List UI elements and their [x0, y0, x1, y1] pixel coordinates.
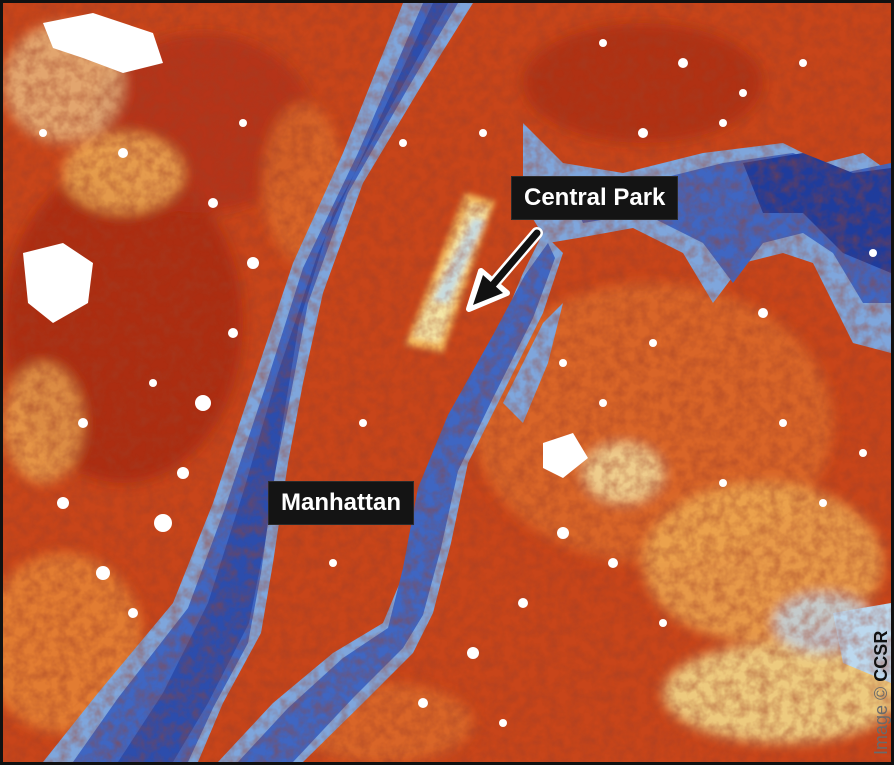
- central-park-label: Central Park: [512, 177, 678, 219]
- credit-brand: CCSR: [871, 630, 891, 682]
- central-park-label-text: Central Park: [524, 184, 666, 211]
- manhattan-label: Manhattan: [269, 482, 413, 524]
- hotspots: [23, 13, 877, 727]
- heat-texture: [3, 3, 891, 762]
- credit-prefix: Image ©: [871, 686, 891, 755]
- arrow-icon: [466, 227, 543, 312]
- manhattan-label-text: Manhattan: [281, 489, 401, 516]
- image-credit: Image © CCSR: [871, 631, 891, 755]
- thermal-map: [3, 3, 891, 762]
